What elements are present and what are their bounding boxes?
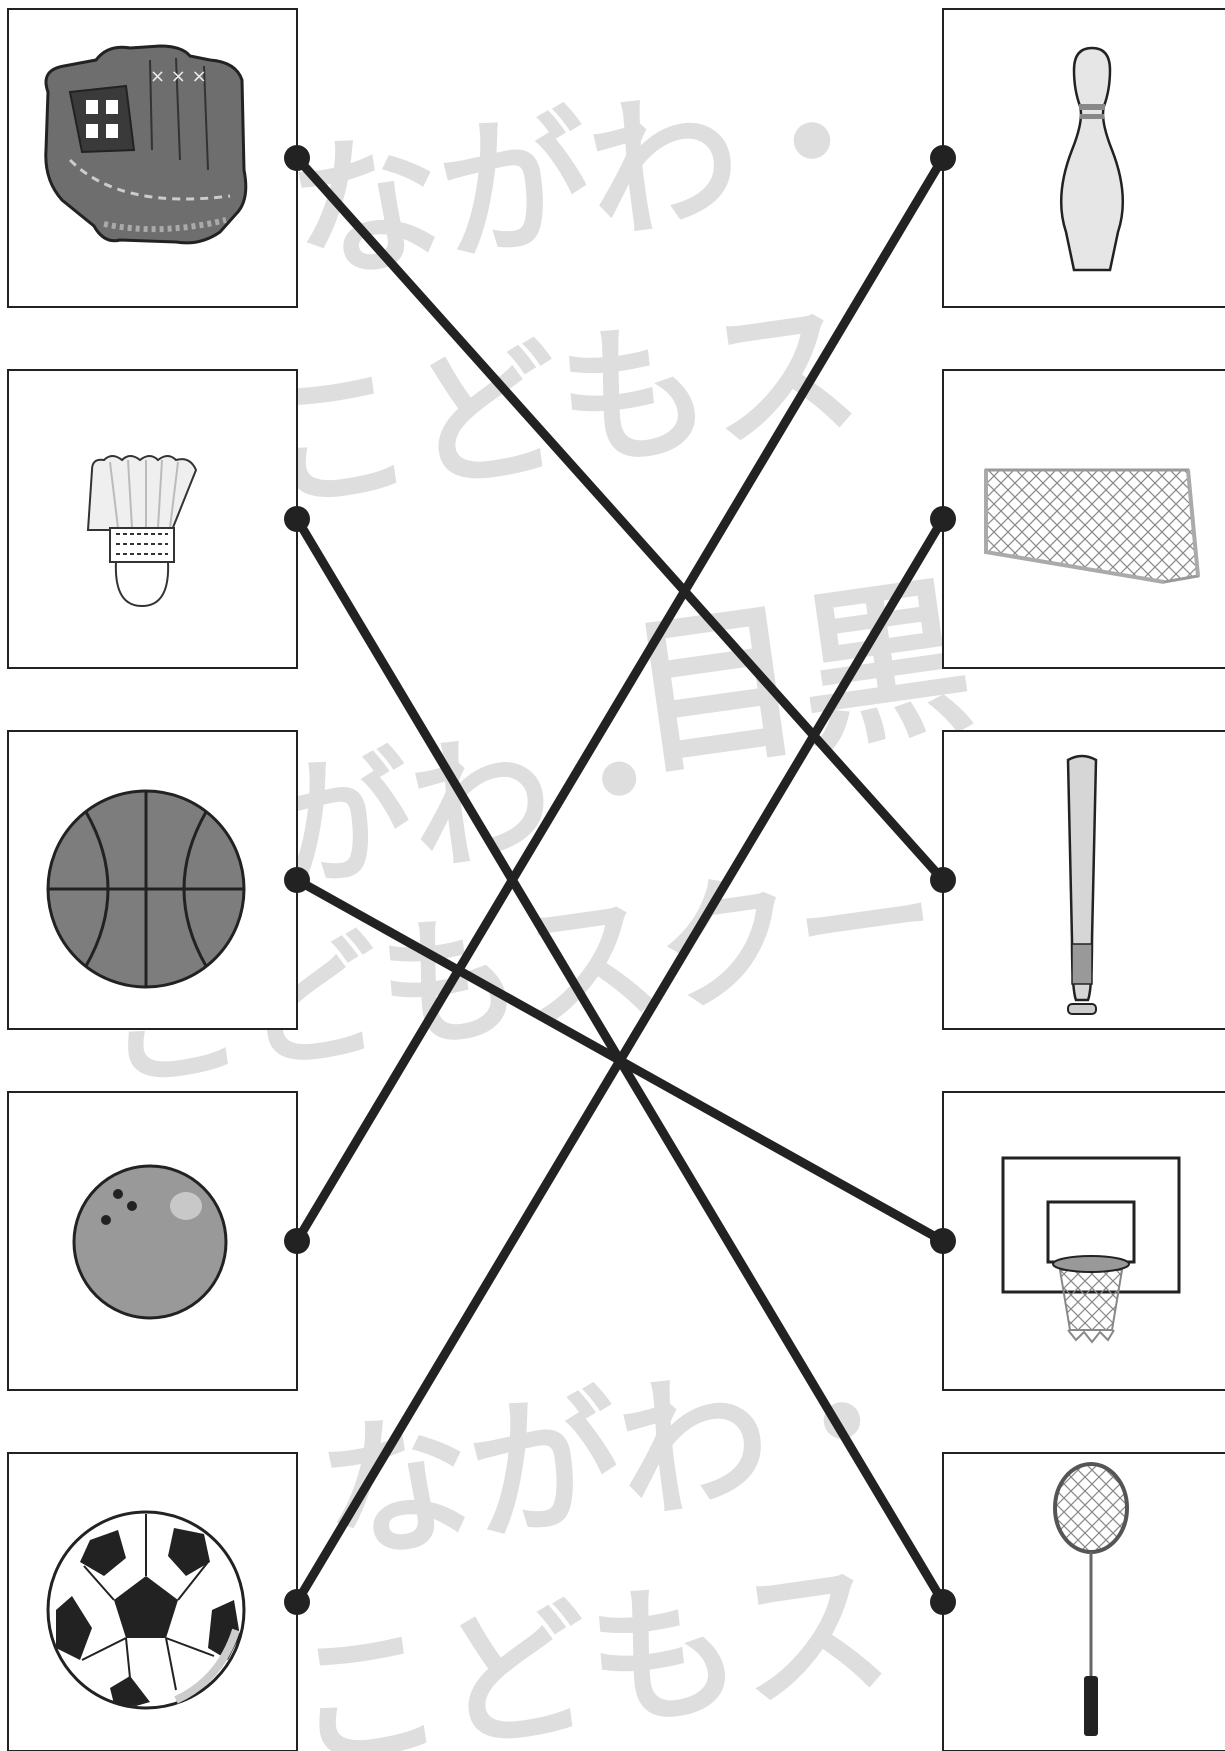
- right-anchor-dot[interactable]: [930, 506, 956, 532]
- left-anchor-dot[interactable]: [284, 1228, 310, 1254]
- right-anchor-dot[interactable]: [930, 867, 956, 893]
- right-anchor-dot[interactable]: [930, 145, 956, 171]
- left-anchor-dot[interactable]: [284, 867, 310, 893]
- left-anchor-dot[interactable]: [284, 1589, 310, 1615]
- bowling-ball-icon: [74, 1166, 226, 1318]
- left-anchor-dot[interactable]: [284, 145, 310, 171]
- watermark-line-2: こどもス: [251, 280, 869, 536]
- right-anchor-dot[interactable]: [930, 1589, 956, 1615]
- left-anchor-dot[interactable]: [284, 506, 310, 532]
- soccer-ball-icon: [48, 1512, 244, 1708]
- watermark-line-1: ながわ・: [281, 50, 899, 306]
- basketball-icon: [48, 791, 244, 987]
- right-anchor-dot[interactable]: [930, 1228, 956, 1254]
- svg-text:× × ×: × × ×: [150, 66, 207, 87]
- baseball-bat-icon: [1068, 756, 1096, 1014]
